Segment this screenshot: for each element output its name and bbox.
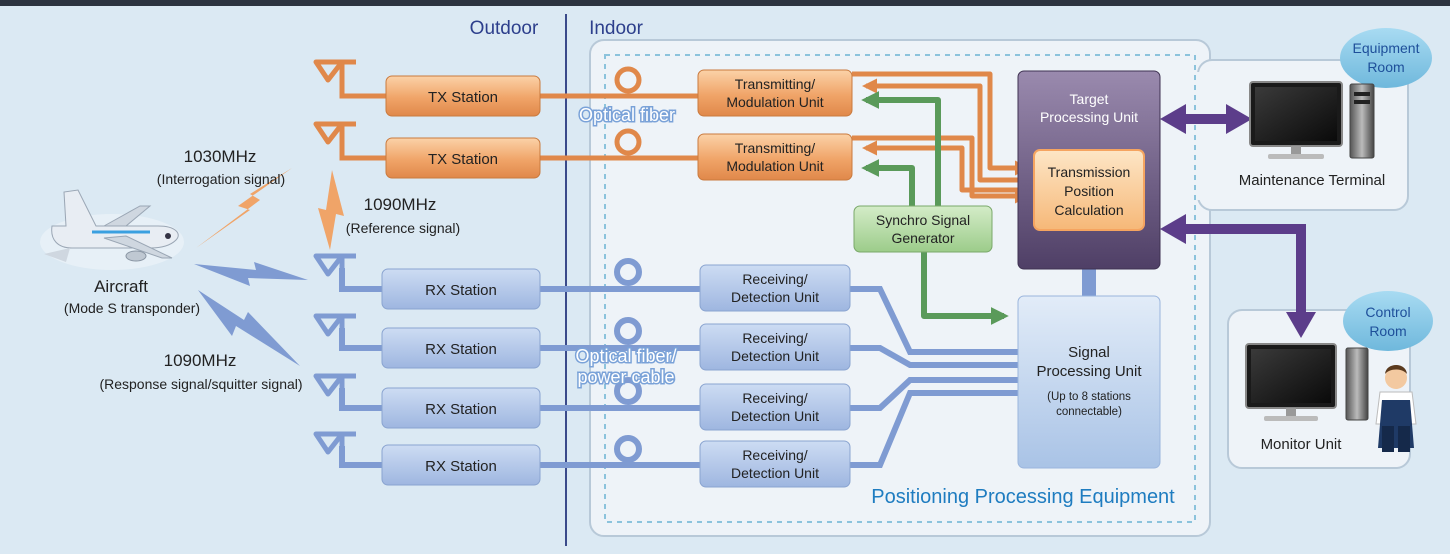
rx-station-label: RX Station [425, 282, 497, 299]
signal-proc-note-2: connectable) [1056, 406, 1122, 418]
response-bolt-upper [194, 262, 308, 286]
tx-mod-label-1: Transmitting/ [735, 140, 816, 156]
transmission-label-2: Position [1064, 183, 1114, 199]
interrogation-bolt [196, 168, 292, 248]
tx-chain-2 [339, 128, 698, 161]
target-label-2: Processing Unit [1040, 109, 1138, 125]
optical-power-label-1: Optical fiber/ [575, 346, 676, 366]
interrogation-freq: 1030MHz [184, 147, 257, 166]
signal-proc-label-1: Signal [1068, 344, 1110, 361]
response-bolt-lower [198, 290, 300, 366]
synchro-signal-generator [853, 205, 993, 253]
signal-proc-note-1: (Up to 8 stations [1047, 391, 1131, 403]
monitor-link-arrow [1160, 214, 1316, 338]
monitor-unit-icon [1245, 343, 1369, 421]
positioning-equipment-label: Positioning Processing Equipment [871, 486, 1175, 508]
tx-station-label: TX Station [428, 89, 498, 106]
tx-station-box [385, 75, 541, 179]
antenna-icon [313, 59, 356, 455]
optical-fiber-label: Optical fiber [579, 105, 675, 125]
response-desc: (Response signal/squitter signal) [99, 376, 302, 392]
rx-det-label-2: Detection Unit [731, 289, 819, 305]
response-freq: 1090MHz [164, 351, 237, 370]
rx-det-label-1: Receiving/ [742, 447, 807, 463]
interrogation-desc: (Interrogation signal) [157, 171, 285, 187]
rx-chain-lines [339, 258, 1020, 468]
tx-chain-1 [339, 66, 698, 99]
reference-desc: (Reference signal) [346, 220, 460, 236]
tx-control-arrows [862, 78, 1036, 193]
top-bar [0, 0, 1450, 6]
equipment-room-label-1: Equipment [1353, 40, 1420, 56]
rx-det-label-2: Detection Unit [731, 348, 819, 364]
transmission-label-3: Calculation [1054, 202, 1123, 218]
signal-proc-label-2: Processing Unit [1036, 363, 1142, 380]
rx-station-label: RX Station [425, 458, 497, 475]
rx-station-label: RX Station [425, 401, 497, 418]
transmission-label-1: Transmission [1048, 164, 1131, 180]
aircraft-icon [40, 189, 184, 270]
equipment-room-label-2: Room [1367, 59, 1404, 75]
tx-station-label: TX Station [428, 151, 498, 168]
tx-feedback-arrows [852, 71, 1030, 204]
control-room-badge [1343, 291, 1433, 351]
maintenance-terminal-label: Maintenance Terminal [1239, 172, 1385, 189]
rx-det-label-2: Detection Unit [731, 465, 819, 481]
maintenance-link-arrow [1160, 104, 1252, 134]
aircraft-label: Aircraft [94, 277, 148, 296]
reference-freq: 1090MHz [364, 195, 437, 214]
rx-det-label-1: Receiving/ [742, 330, 807, 346]
synchro-label-1: Synchro Signal [876, 212, 970, 228]
rx-station-box [381, 268, 541, 486]
rx-det-label-2: Detection Unit [731, 408, 819, 424]
equipment-room-badge [1340, 28, 1432, 88]
transmission-position-calculation [1033, 149, 1145, 231]
target-label-1: Target [1070, 91, 1109, 107]
rx-det-label-1: Receiving/ [742, 390, 807, 406]
reference-bolt [318, 170, 344, 250]
maintenance-terminal-icon [1249, 81, 1375, 159]
tx-mod-label-1: Transmitting/ [735, 76, 816, 92]
tx-mod-label-2: Modulation Unit [726, 158, 823, 174]
control-room-label-2: Room [1369, 323, 1406, 339]
signal-processing-unit [1017, 295, 1161, 469]
receiving-detection-unit [699, 264, 851, 488]
transmitting-modulation-unit [697, 69, 853, 181]
aircraft-sublabel: (Mode S transponder) [64, 300, 200, 316]
optical-power-label-2: power cable [577, 367, 674, 387]
tx-mod-label-2: Modulation Unit [726, 94, 823, 110]
synchro-label-2: Generator [891, 230, 954, 246]
monitor-unit-label: Monitor Unit [1261, 436, 1343, 453]
indoor-label: Indoor [589, 18, 644, 39]
rx-det-label-1: Receiving/ [742, 271, 807, 287]
rx-station-label: RX Station [425, 341, 497, 358]
operator-icon [1375, 365, 1417, 452]
synchro-arrows [861, 91, 1009, 325]
control-room-label-1: Control [1365, 304, 1410, 320]
outdoor-label: Outdoor [470, 18, 539, 39]
